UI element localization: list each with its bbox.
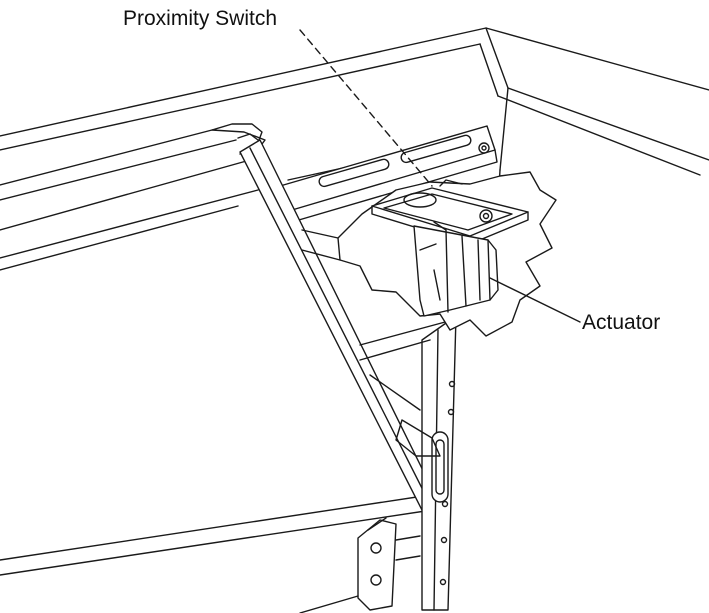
- proximity-switch-label: Proximity Switch: [123, 7, 278, 30]
- proximity-switch-leader: [299, 29, 433, 187]
- actuator-leader: [489, 277, 581, 323]
- hinge-bracket: [299, 517, 421, 613]
- actuator-label: Actuator: [582, 311, 661, 334]
- actuator-part: [413, 221, 499, 317]
- lid-panel: [0, 123, 433, 576]
- proximity-switch-plate: [371, 179, 529, 245]
- support-post: [359, 315, 461, 611]
- cabinet-frame: [0, 27, 709, 241]
